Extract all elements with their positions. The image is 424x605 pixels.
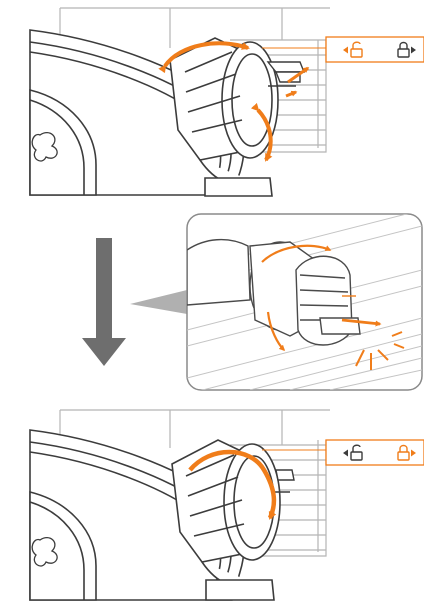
clip-burst-icon	[355, 331, 405, 370]
unlock-icon	[350, 41, 363, 58]
lock-icon	[397, 444, 410, 461]
lock-icon	[397, 41, 410, 58]
triangle-left-icon	[343, 46, 348, 54]
zoomed-clip-detail	[186, 213, 423, 391]
lock-state-callout-top	[325, 36, 424, 63]
unlock-icon	[350, 444, 363, 461]
arrow-down-icon	[82, 338, 126, 366]
top-step-illustration	[29, 7, 424, 197]
clip-spread-arrow-icon	[341, 318, 382, 327]
rotate-clockwise-arrow-icon	[250, 102, 273, 162]
triangle-right-icon	[411, 449, 416, 457]
triangle-right-icon	[411, 46, 416, 54]
brand-logo-icon	[31, 536, 58, 567]
rotate-clockwise-arrow-icon	[158, 41, 250, 74]
bottom-step-illustration	[29, 409, 424, 601]
rotate-clockwise-arrow-icon	[188, 449, 277, 520]
zoom-pointer	[130, 290, 187, 314]
clip-spread-arrow-icon	[285, 66, 310, 98]
brand-logo-icon	[31, 131, 58, 162]
rotate-clockwise-arrow-icon	[261, 244, 332, 263]
rotate-clockwise-arrow-icon	[266, 311, 286, 352]
lock-state-callout-bottom	[325, 439, 424, 466]
step-down-arrow	[82, 238, 126, 366]
triangle-left-icon	[343, 449, 348, 457]
